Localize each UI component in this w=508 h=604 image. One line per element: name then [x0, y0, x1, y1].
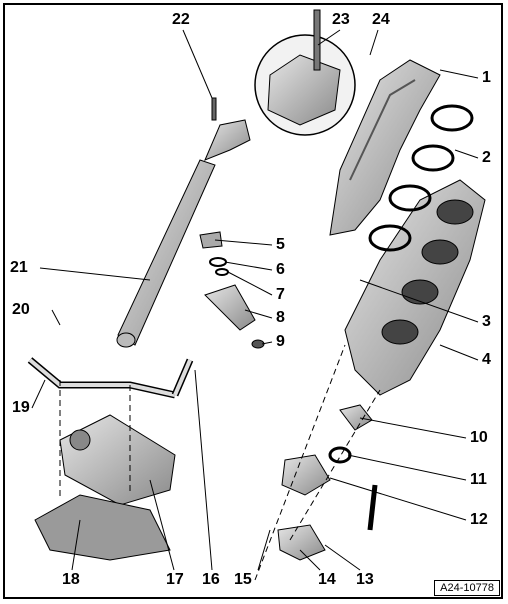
callout-14: 14 [318, 571, 336, 588]
callout-8: 8 [276, 309, 285, 326]
callout-19: 19 [12, 399, 30, 416]
fuel-rail [116, 97, 251, 348]
callout-3: 3 [482, 313, 491, 330]
callout-9: 9 [276, 333, 285, 350]
callout-5: 5 [276, 236, 285, 253]
callout-13: 13 [356, 571, 374, 588]
intake-manifold-upper [329, 59, 441, 236]
callout-22: 22 [172, 11, 190, 28]
callout-11: 11 [470, 471, 487, 488]
callout-16: 16 [202, 571, 220, 588]
callout-10: 10 [470, 429, 488, 446]
callout-23: 23 [332, 11, 350, 28]
pump-components [277, 404, 378, 561]
callout-15: 15 [234, 571, 252, 588]
callout-18: 18 [62, 571, 80, 588]
callout-2: 2 [482, 149, 491, 166]
pump-housing [59, 414, 176, 506]
leader-lines [31, 29, 479, 571]
callout-20: 20 [12, 301, 30, 318]
manifold-gaskets [368, 104, 474, 252]
detail-inset [254, 9, 356, 136]
dash-lines [59, 344, 381, 581]
fuel-line [27, 357, 194, 399]
reference-code: A24-10778 [434, 580, 500, 596]
heat-shield [34, 494, 171, 561]
callout-6: 6 [276, 261, 285, 278]
callout-12: 12 [470, 511, 488, 528]
callout-1: 1 [482, 69, 491, 86]
injector-assembly [199, 231, 265, 349]
callout-4: 4 [482, 351, 491, 368]
callout-24: 24 [372, 11, 390, 28]
callout-21: 21 [10, 259, 28, 276]
callout-7: 7 [276, 286, 285, 303]
callout-17: 17 [166, 571, 184, 588]
